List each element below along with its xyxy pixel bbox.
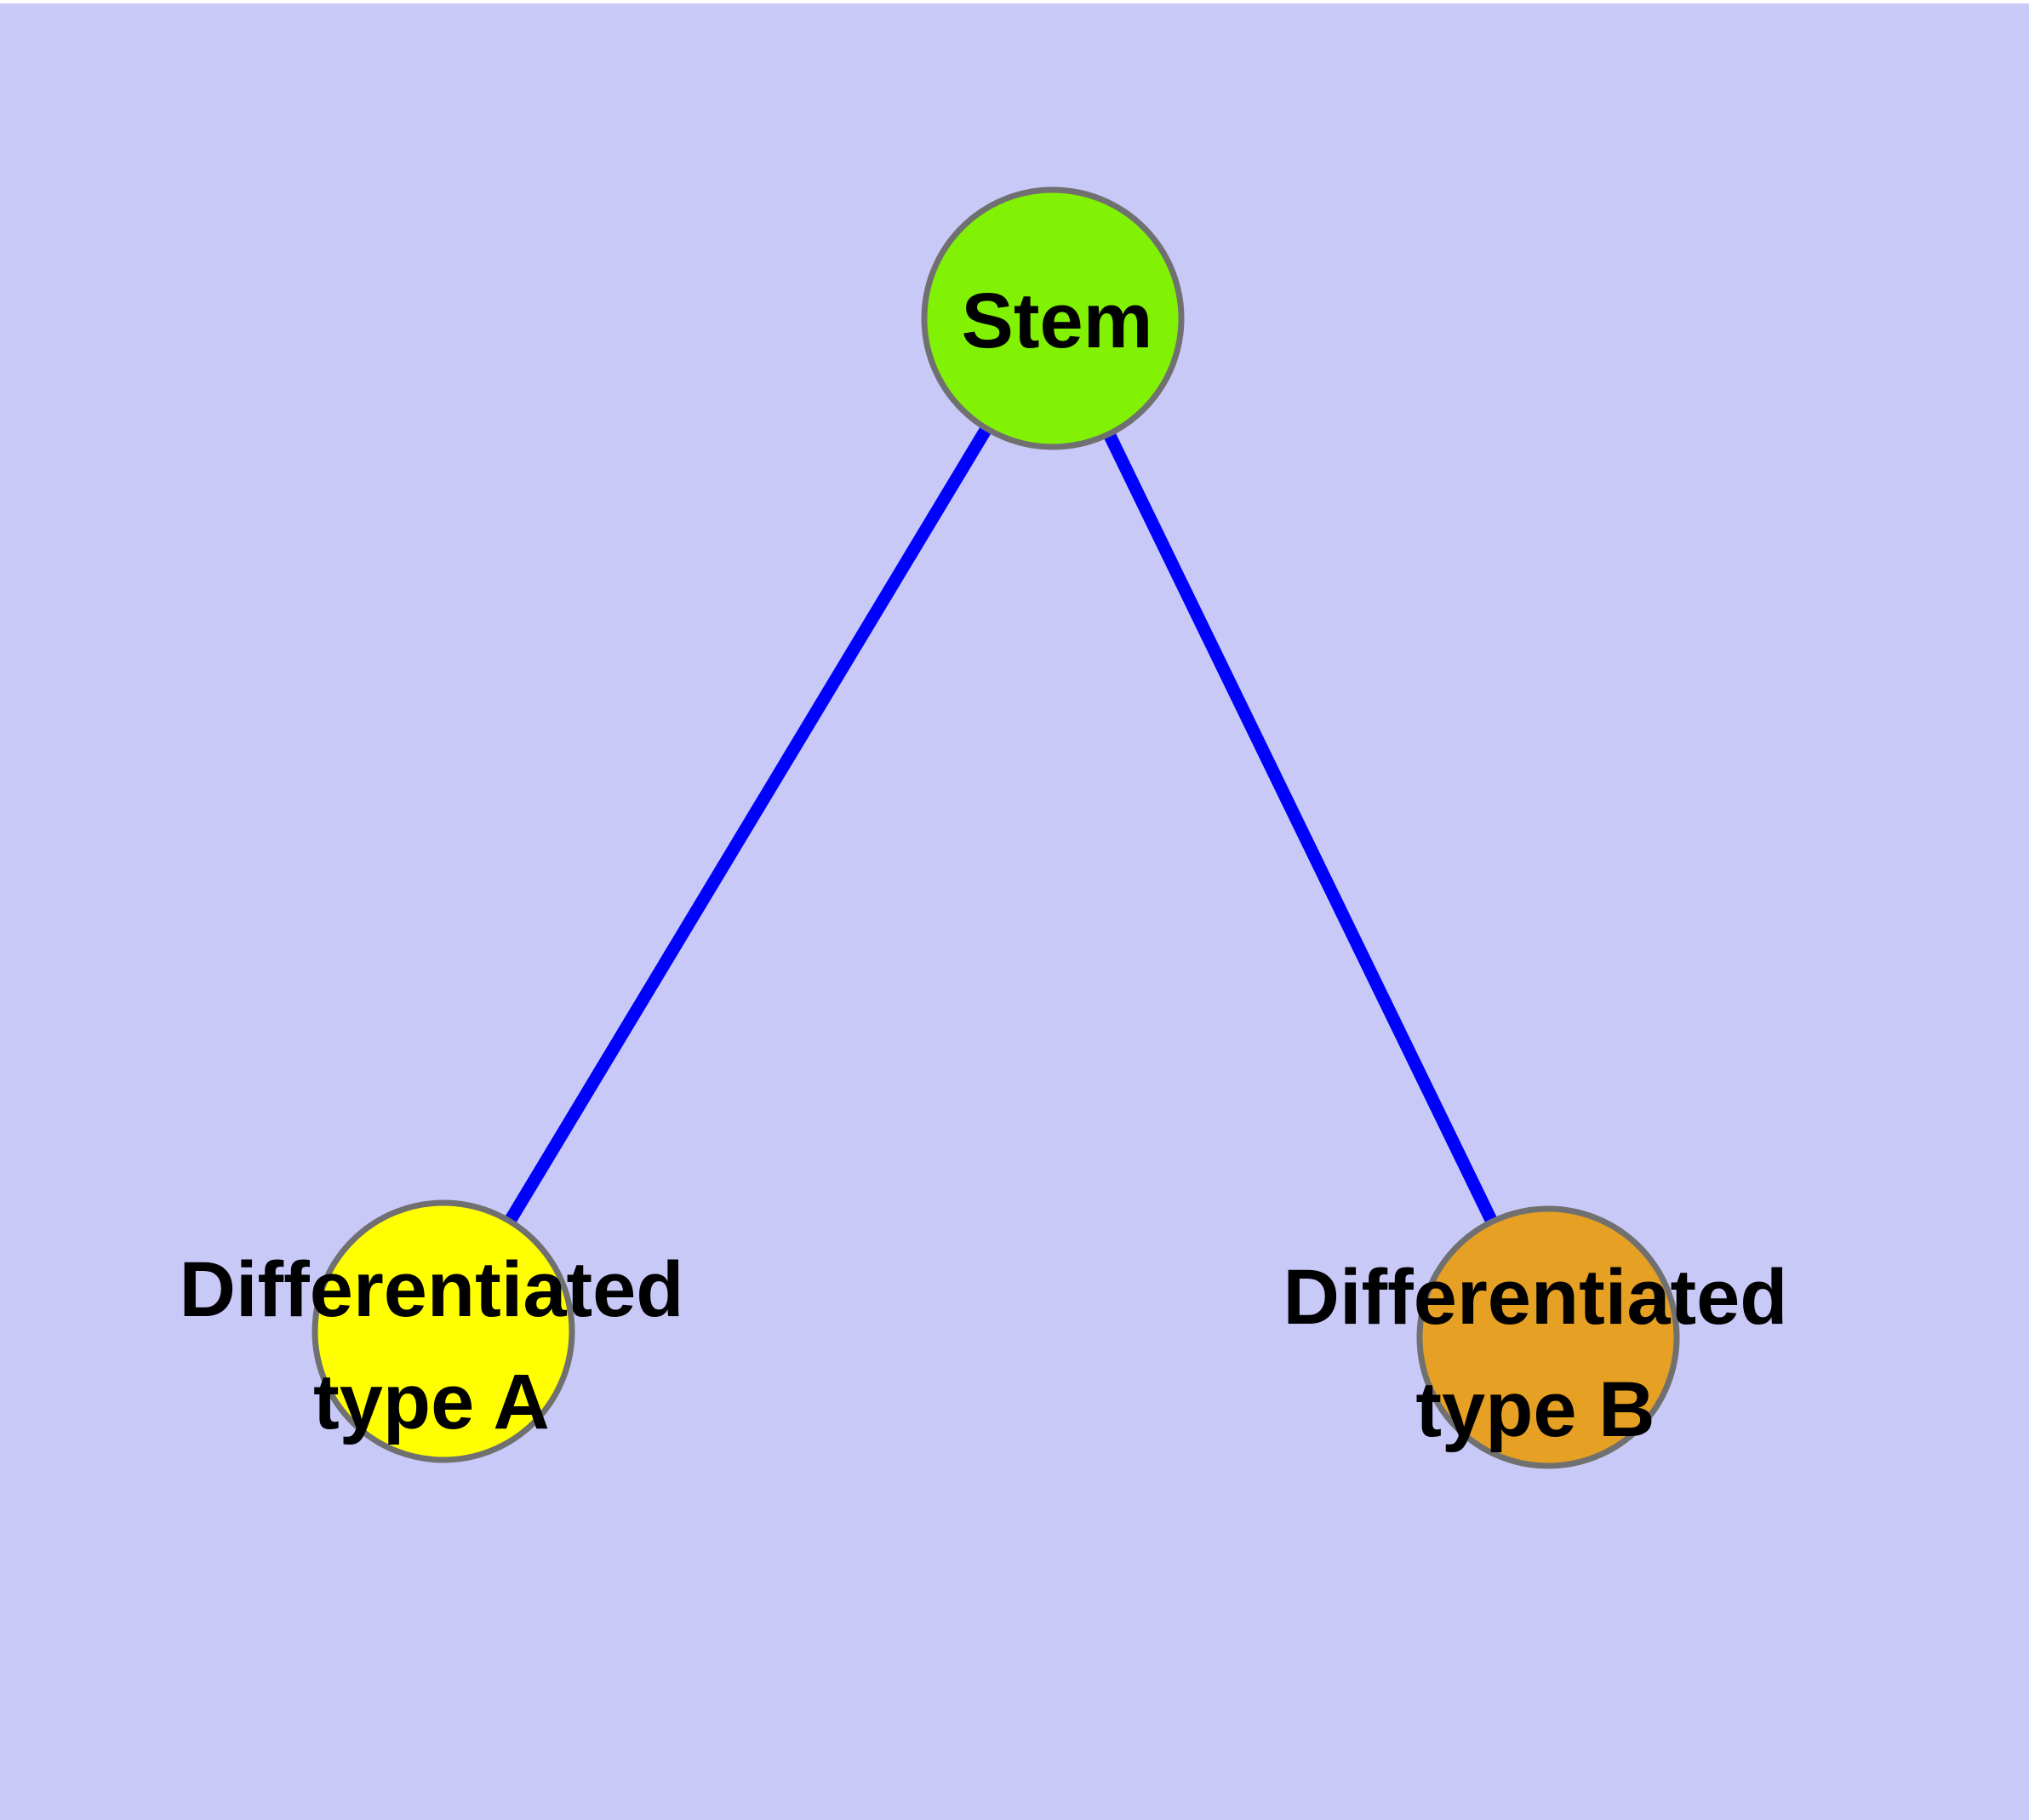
node-type-a-label-line1: Differentiated xyxy=(180,1246,684,1333)
node-stem-circle xyxy=(921,186,1185,450)
node-stem-label: Stem xyxy=(962,278,1153,364)
node-type-b-label-line2: type B xyxy=(1415,1366,1655,1453)
node-type-b-label-line1: Differentiated xyxy=(1283,1254,1788,1341)
edge-stem-to-type-b xyxy=(1047,315,1554,1341)
node-type-a-circle xyxy=(311,1199,575,1463)
node-type-a-label-line2: type A xyxy=(313,1359,550,1445)
edge-stem-to-type-a xyxy=(437,315,1059,1335)
node-type-b-circle xyxy=(1416,1205,1680,1469)
